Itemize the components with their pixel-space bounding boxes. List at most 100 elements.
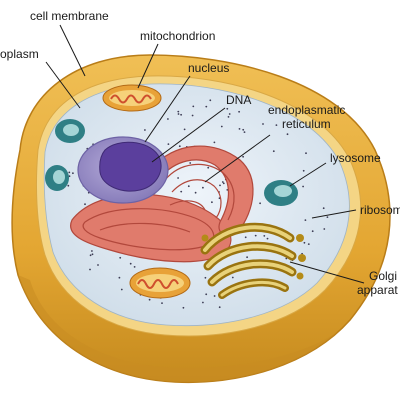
ribosome-dot <box>326 216 329 219</box>
label-golgi-1: Golgi <box>369 269 397 283</box>
ribosome-dot <box>272 150 275 153</box>
leader-mitochondrion <box>137 43 159 89</box>
ribosome-dot <box>68 171 71 174</box>
ribosome-dot <box>242 155 245 158</box>
leader-nucleus <box>144 75 191 143</box>
ribosome-dot <box>118 276 121 279</box>
mitochondrion-top <box>102 84 162 112</box>
label-endoplasmatic-1: endoplasmatic <box>268 103 345 117</box>
ribosome-dot <box>304 219 307 222</box>
endoplasmic-reticulum <box>70 145 254 263</box>
ribosome-dot <box>228 113 231 115</box>
ribosome-dot <box>161 302 163 304</box>
cell-shell-lower <box>18 275 350 383</box>
ribosome-dot <box>275 124 278 126</box>
ribosome-dot <box>211 201 213 204</box>
ribosome-dot <box>204 276 207 279</box>
label-endoplasmatic-2: reticulum <box>282 117 331 131</box>
leader-lysosome <box>289 162 327 187</box>
ribosome-dot <box>238 110 241 113</box>
ribosome-dot <box>72 172 74 175</box>
ribosome-dot <box>227 116 230 118</box>
ribosome-dot <box>302 169 305 172</box>
ribosome-dot <box>89 254 92 257</box>
ribosome-dot <box>91 253 94 256</box>
ribosome-dot <box>266 237 269 240</box>
ribosome-dot <box>207 166 210 169</box>
ribosome-dot <box>167 118 169 120</box>
ribosome-dot <box>303 241 306 244</box>
ribosome-dot <box>305 152 307 155</box>
ribosome-dot <box>226 107 229 110</box>
ribosome-dot <box>209 99 212 102</box>
ribosome-dot <box>219 184 221 187</box>
ribosome-dot <box>177 177 180 179</box>
ribosome-dot <box>91 250 93 252</box>
ribosome-dot <box>183 128 186 131</box>
ribosome-dot <box>222 182 225 185</box>
ribosome-dot <box>191 114 194 117</box>
ribosome-dot <box>89 268 91 271</box>
leader-endoplasmic <box>204 134 271 183</box>
ribosome-dot <box>259 202 261 205</box>
ribosome-dot <box>202 186 204 189</box>
lysosome-right <box>264 180 298 206</box>
ribosome-dot <box>307 243 310 246</box>
ribosome-dot <box>144 129 146 131</box>
ribosome-dot <box>243 131 246 134</box>
ribosome-dot <box>187 185 190 188</box>
leader-cytoplasm <box>45 61 81 109</box>
label-cytoplasm: oplasm <box>0 47 39 61</box>
dna-nucleolus <box>99 141 162 192</box>
nucleus <box>77 136 169 204</box>
golgi-apparatus <box>200 222 306 299</box>
ribosome-dot <box>180 113 183 116</box>
ribosome-dot <box>192 105 195 108</box>
ribosome-dot <box>323 228 326 230</box>
label-golgi-2: apparat <box>357 283 398 297</box>
ribosome-dot <box>189 162 192 164</box>
label-nucleus: nucleus <box>188 61 229 75</box>
label-mitochondrion: mitochondrion <box>140 29 215 43</box>
leader-golgi <box>289 261 365 284</box>
ribosome-dot <box>213 295 216 297</box>
label-ribosome: ribosom <box>360 203 400 217</box>
lysosome-left <box>55 119 85 143</box>
ribosome-dot <box>119 256 122 259</box>
label-lysosome: lysosome <box>330 151 381 165</box>
ribosome-dot <box>238 127 241 130</box>
ribosome-dot <box>84 203 86 206</box>
ribosome-dot <box>194 191 197 194</box>
ribosome-dot <box>263 235 266 237</box>
ribosome-dot <box>177 110 180 113</box>
ribosome-dot <box>242 128 245 131</box>
ribosome-dot <box>182 306 185 309</box>
label-dna: DNA <box>226 93 251 107</box>
leader-cell-membrane <box>59 24 86 77</box>
leader-lines <box>45 24 365 284</box>
ribosome-dot <box>246 256 249 259</box>
ribosome-dot <box>148 298 151 301</box>
ribosome-dot <box>254 234 257 237</box>
ribosome-dot <box>202 301 204 304</box>
ribosome-dot <box>133 266 136 268</box>
ribosome-dot <box>213 141 216 144</box>
ribosome-dot <box>178 145 181 148</box>
ribosome-dot <box>67 184 70 187</box>
ribosome-dot <box>244 236 247 239</box>
ribosome-dot <box>218 306 221 309</box>
label-cell-membrane: cell membrane <box>30 9 109 23</box>
ribosome-dot <box>322 207 325 210</box>
ribosome-dot <box>231 276 234 279</box>
ribosome-dot <box>177 113 180 115</box>
ribosome-dot <box>262 123 264 125</box>
ribosome-dot <box>302 185 304 188</box>
leader-ribosome <box>311 209 357 219</box>
ribosome-dot <box>286 133 289 136</box>
ribosome-dot <box>220 125 223 128</box>
leader-dna <box>151 107 226 163</box>
ribosome-dot <box>285 257 288 260</box>
mitochondrion-bottom <box>129 267 191 299</box>
ribosome-dot <box>97 264 99 266</box>
ribosome-dot <box>205 293 208 296</box>
